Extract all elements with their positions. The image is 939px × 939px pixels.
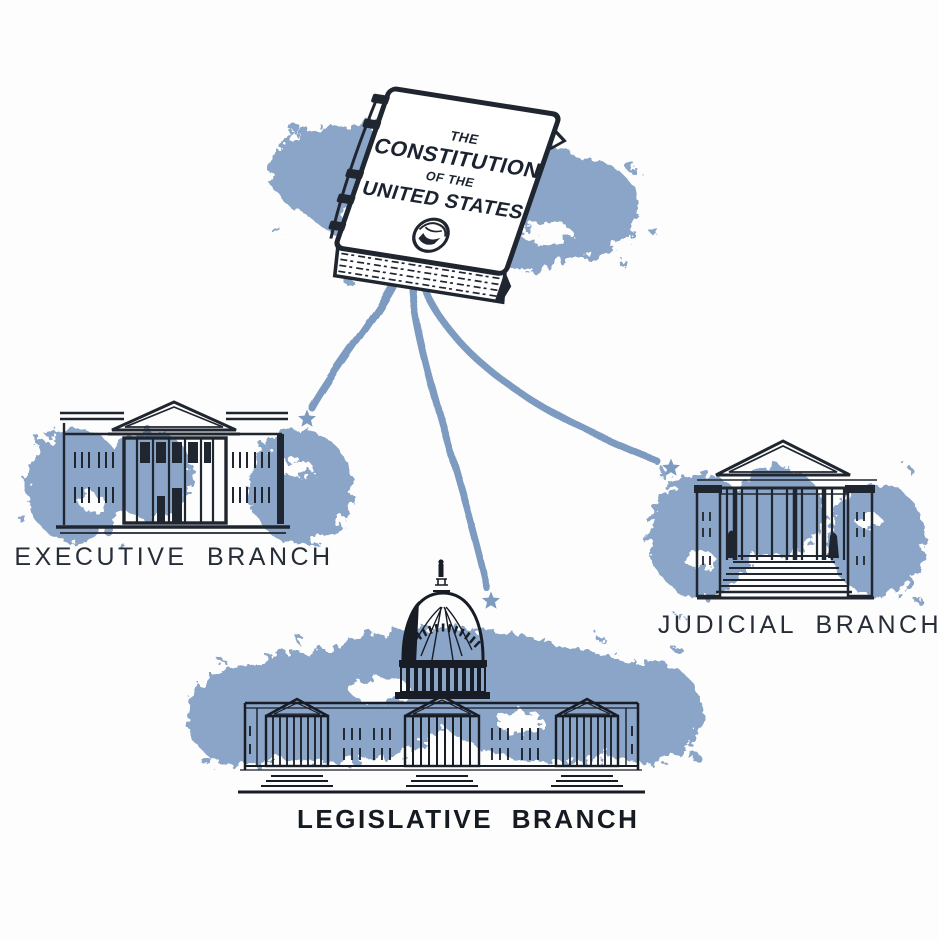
globe-seal-icon (412, 217, 450, 253)
constitution-book: THE CONSTITUTION OF THE UNITED STATES (328, 86, 567, 305)
connector-to-judicial (420, 284, 660, 464)
executive-branch-label: EXECUTIVE BRANCH (14, 543, 334, 571)
connector-to-legislative (408, 286, 491, 592)
watercolor-splotch-executive (20, 429, 352, 549)
supreme-court-icon (694, 439, 877, 600)
star-marker-legislative (482, 591, 500, 609)
star-marker-executive (298, 409, 316, 427)
spine-ribs (328, 93, 390, 232)
connector-to-executive (308, 282, 396, 412)
legislative-branch-label: LEGISLATIVE BRANCH (297, 804, 640, 834)
us-capitol-icon (238, 559, 645, 794)
book-title-line-1: THE (448, 128, 481, 147)
watercolor-splotch-legislative (187, 628, 703, 766)
judicial-branch-label: JUDICIAL BRANCH (657, 611, 939, 639)
white-house-icon (56, 400, 290, 534)
